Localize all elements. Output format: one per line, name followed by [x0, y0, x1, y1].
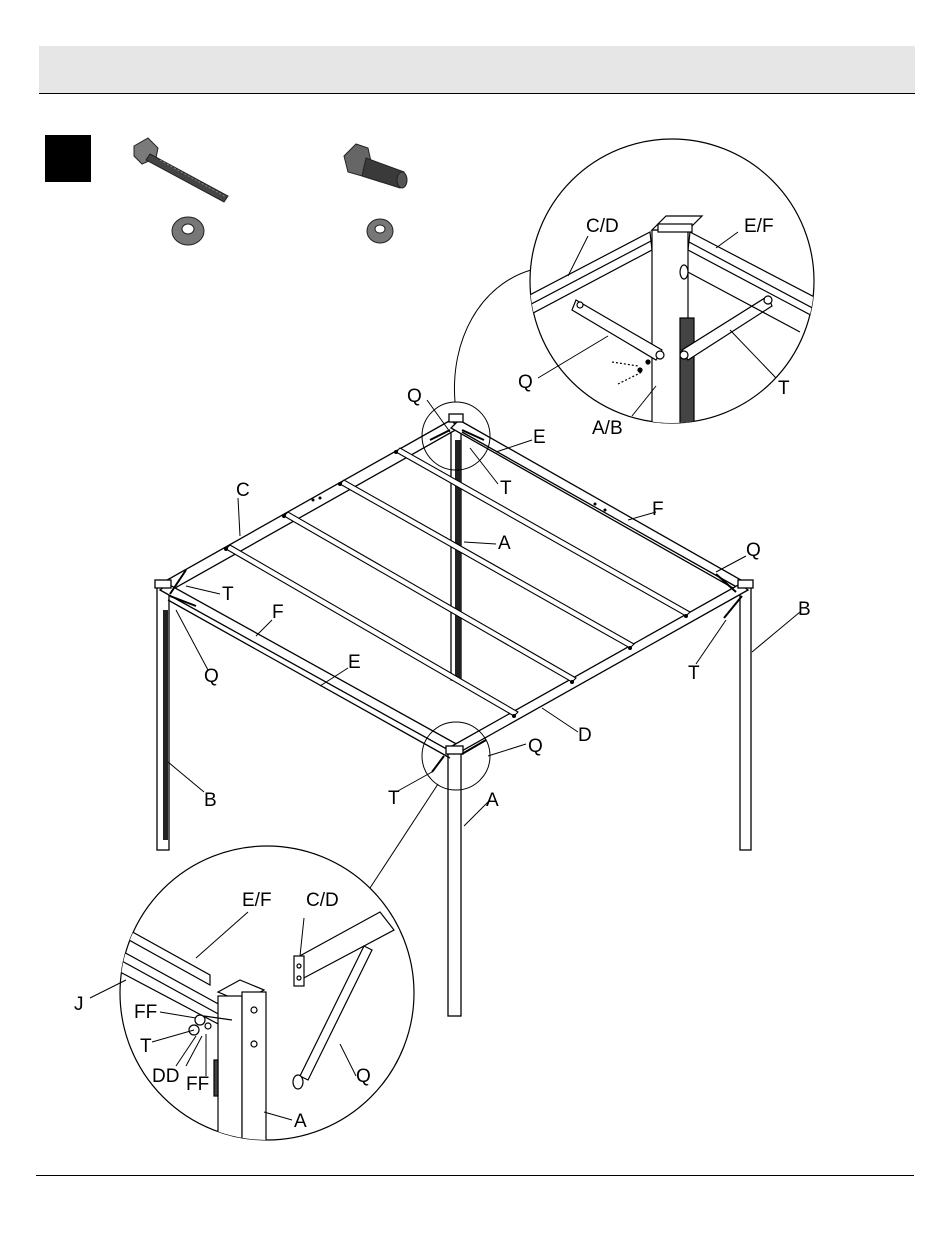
label-top-F: F [652, 499, 664, 520]
label-top-C: C [236, 480, 250, 501]
label-top-T: T [500, 478, 512, 499]
label-left-B: B [204, 790, 217, 811]
label-detail2-CD: C/D [306, 890, 339, 911]
short-bolt-washer-icon [367, 219, 393, 243]
label-front-D: D [578, 725, 592, 746]
label-right-T: T [688, 663, 700, 684]
label-detail2-J: J [74, 994, 84, 1015]
label-detail2-Q: Q [356, 1066, 371, 1087]
beam-D [452, 584, 748, 752]
label-top-A: A [498, 533, 511, 554]
label-top-Q: Q [407, 386, 422, 407]
label-left-Q: Q [204, 666, 219, 687]
label-detail2-FF2: FF [186, 1074, 209, 1095]
short-bolt-icon [344, 144, 407, 188]
label-right-B: B [798, 599, 811, 620]
long-bolt-washer-icon [172, 217, 204, 245]
label-detail1-T: T [778, 378, 790, 399]
label-detail2-A: A [294, 1111, 307, 1132]
post-left-B [157, 584, 169, 850]
label-detail2-T: T [140, 1036, 152, 1057]
label-front-Q: Q [528, 736, 543, 757]
label-front-T: T [388, 788, 400, 809]
label-detail1-CD: C/D [586, 216, 619, 237]
label-left-E: E [348, 652, 361, 673]
label-right-Q: Q [746, 540, 761, 561]
label-detail2-EF: E/F [242, 890, 272, 911]
label-top-E: E [533, 427, 546, 448]
label-left-T: T [222, 584, 234, 605]
label-front-A: A [486, 790, 499, 811]
detail-top-right [520, 139, 820, 430]
label-left-F: F [272, 602, 284, 623]
long-bolt-icon [134, 138, 228, 202]
beam-C [160, 420, 459, 592]
post-right-B [740, 584, 751, 850]
label-detail1-Q: Q [518, 372, 533, 393]
label-detail2-DD: DD [152, 1066, 179, 1087]
label-detail1-EF: E/F [744, 216, 774, 237]
label-detail1-AB: A/B [592, 418, 623, 439]
label-detail2-FF1: FF [134, 1002, 157, 1023]
